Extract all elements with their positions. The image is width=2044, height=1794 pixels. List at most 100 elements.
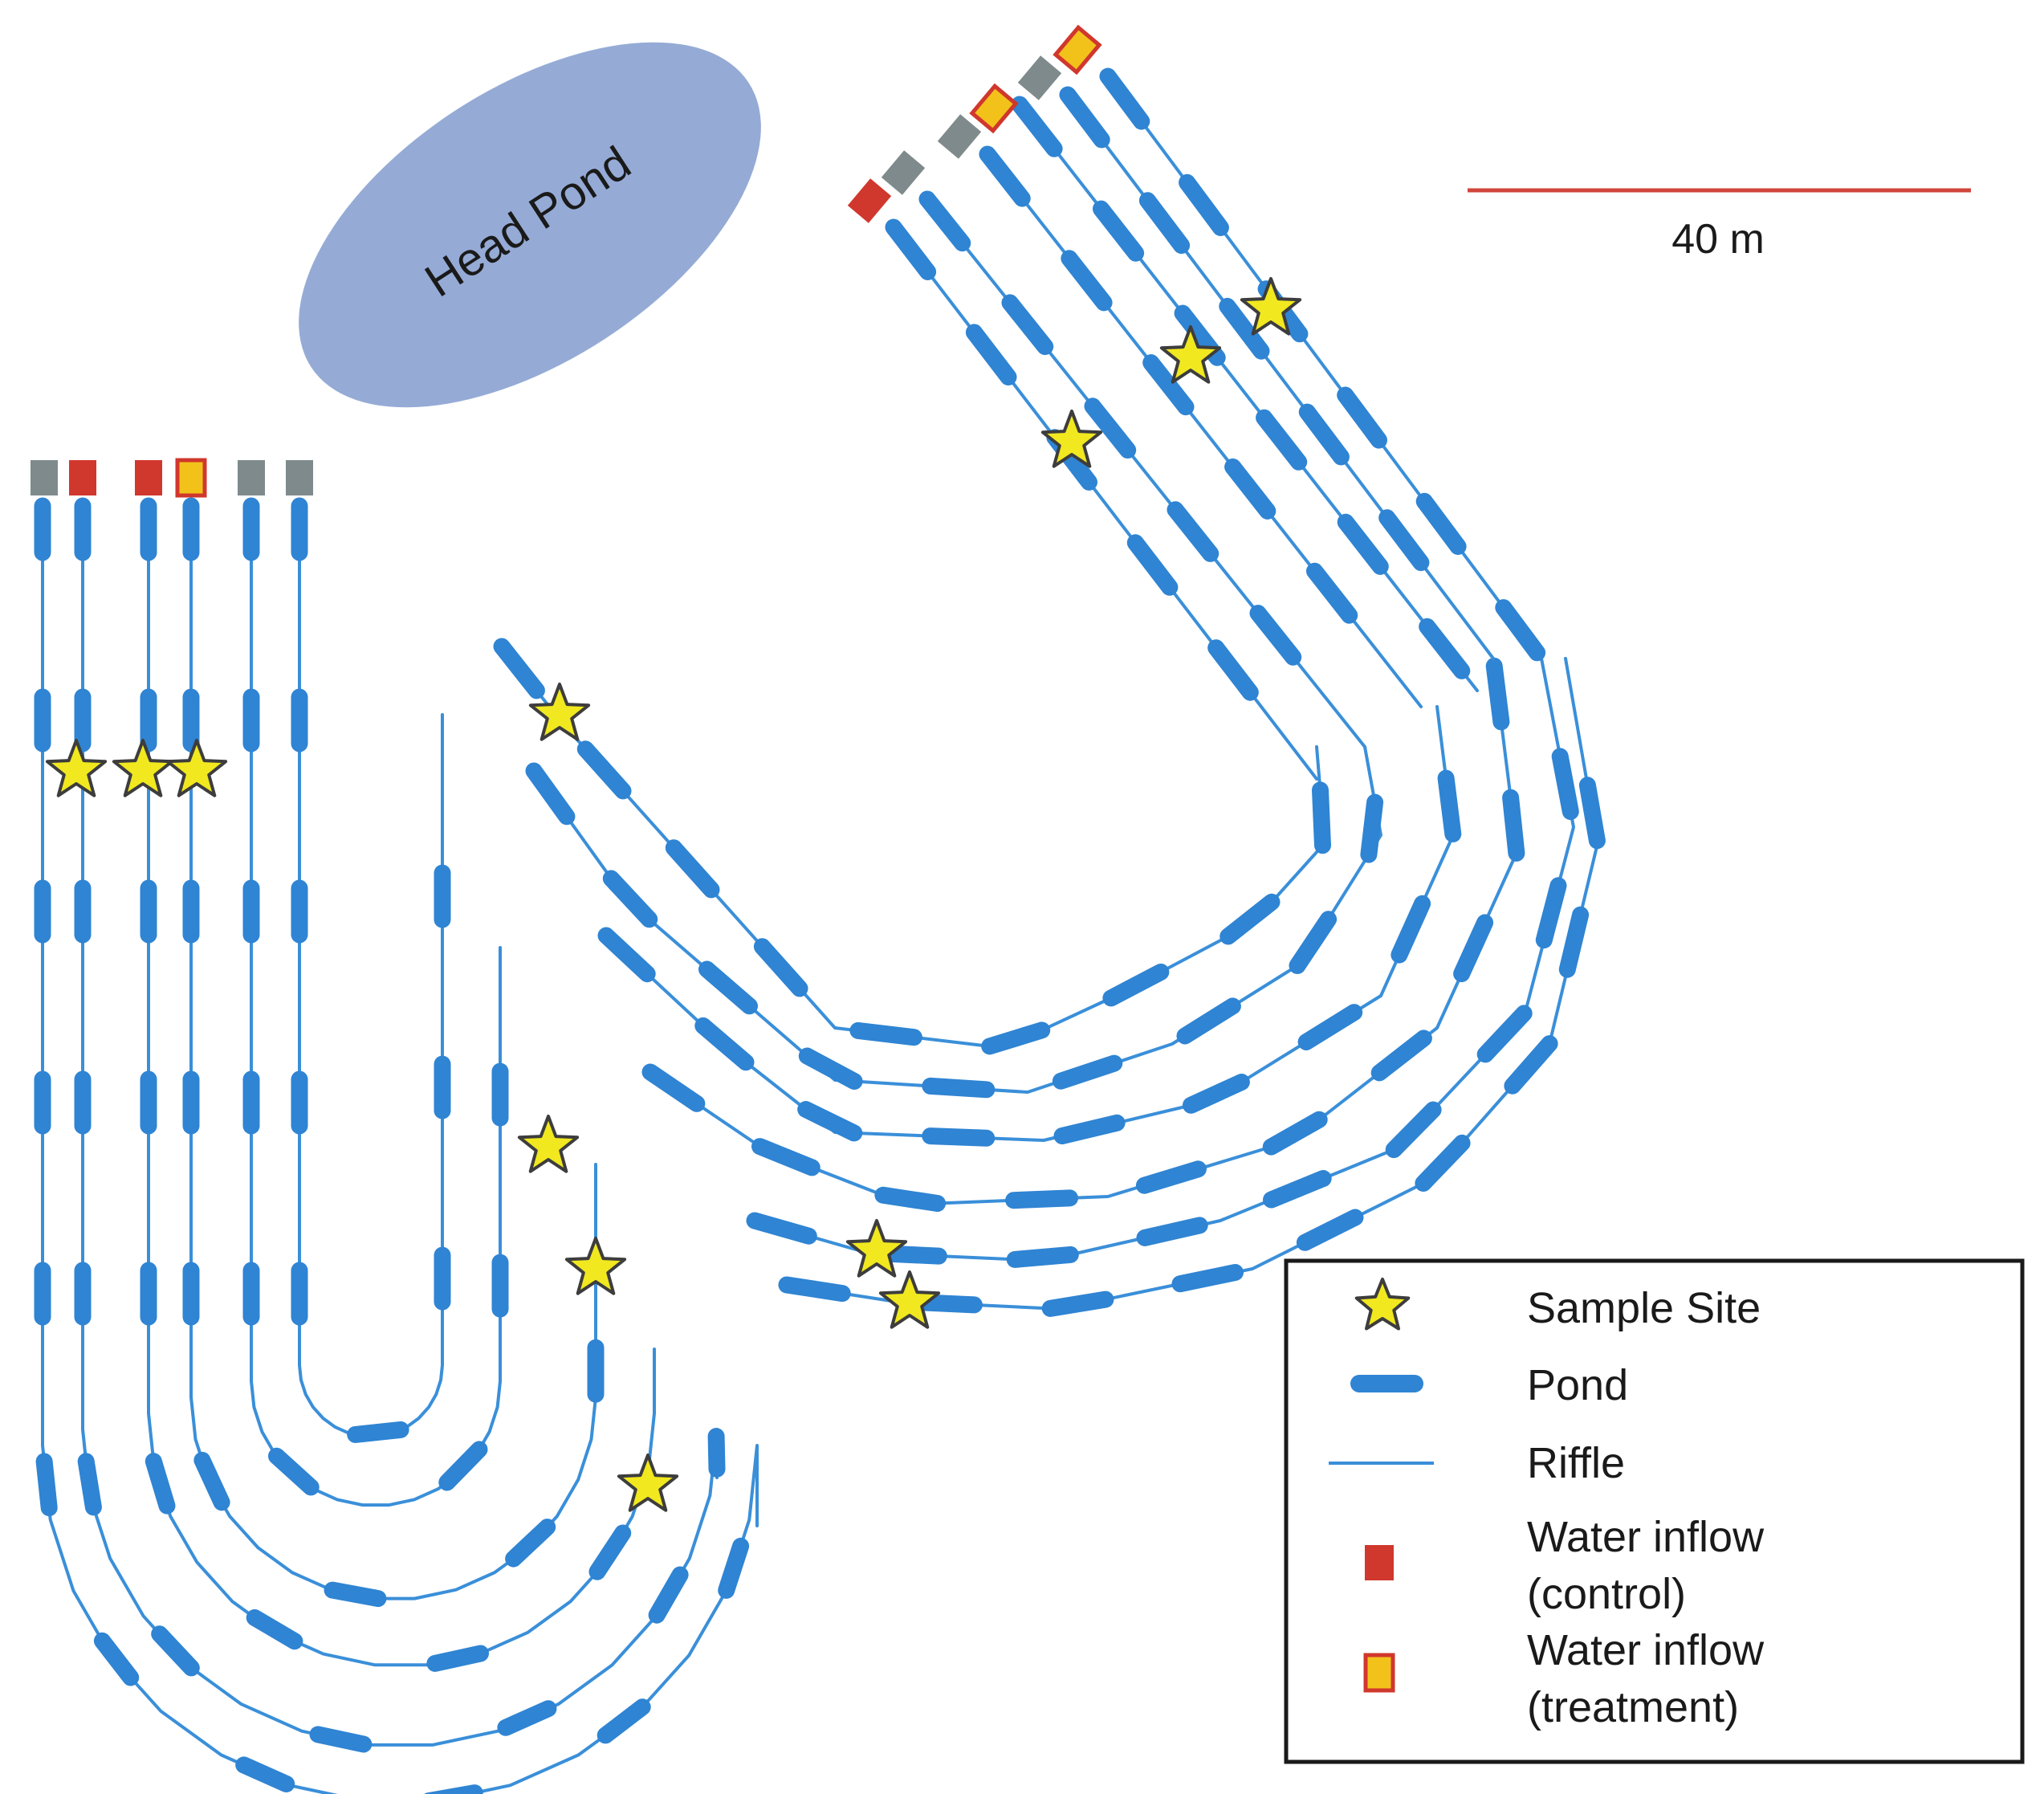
pond-segment — [1006, 1246, 1079, 1268]
pond-segment — [1011, 96, 1063, 157]
pond-segment — [1102, 963, 1170, 1007]
yellow-square-icon — [1053, 24, 1102, 75]
riffle-line — [81, 504, 719, 1747]
sample-site-star-icon — [878, 1270, 941, 1329]
head-pond-shape — [299, 42, 761, 408]
mid-channel-4 — [641, 657, 1525, 1212]
pond-segment — [1378, 509, 1430, 572]
legend-item-pond: Pond — [1350, 1361, 1628, 1409]
pond-segment — [1138, 192, 1191, 255]
sample-site-star-icon — [165, 739, 228, 797]
right-channel-5 — [1059, 86, 1495, 660]
riffle-line — [1066, 93, 1495, 660]
sample-site-star-icon — [1159, 325, 1222, 384]
left-channel-6 — [291, 497, 451, 1443]
pond-segment — [979, 145, 1031, 207]
left-channel-5 — [242, 497, 509, 1507]
pond-segment — [922, 1077, 996, 1099]
pond-segment — [1084, 398, 1137, 459]
pond-segment — [1337, 513, 1389, 575]
pond-segment — [1535, 877, 1567, 949]
pond-segment — [588, 1524, 632, 1580]
pond-segment — [576, 740, 632, 800]
sample-site-star-icon — [617, 1454, 679, 1512]
pond-segment — [1001, 294, 1054, 356]
legend-item-riffle: Riffle — [1329, 1439, 1625, 1487]
pond-segment — [1126, 534, 1179, 596]
pond-segment — [505, 1519, 556, 1568]
grey-square-icon — [881, 150, 926, 195]
pond-segment — [1453, 914, 1494, 983]
pond-segment — [1059, 86, 1110, 149]
pond-segment — [1005, 1189, 1078, 1209]
riffle-line — [1018, 103, 1479, 692]
pond-segment — [918, 190, 971, 252]
pond-segment — [707, 1428, 726, 1478]
sample-site-star-icon — [845, 1219, 908, 1278]
scale-bar: 40 m — [1468, 188, 1971, 263]
grey-square-icon — [1017, 55, 1062, 100]
sample-site-star-icon — [517, 1115, 580, 1173]
pond-segment — [965, 324, 1017, 385]
pond-segment — [151, 1625, 200, 1677]
mid-channel-1 — [493, 638, 1331, 1055]
star-icon — [1354, 1278, 1411, 1331]
pond-segment — [1183, 1074, 1250, 1114]
left-channel-4 — [182, 497, 605, 1608]
pond-segment — [874, 1186, 947, 1212]
pond-segment — [1502, 789, 1525, 862]
pond-segment — [1485, 657, 1510, 731]
red-square-icon — [847, 178, 892, 223]
pond-segment — [849, 1021, 922, 1046]
pond-segment — [641, 1063, 706, 1112]
pond-segment — [1360, 793, 1384, 863]
pond-segment — [1099, 67, 1150, 130]
pond-segment — [1176, 997, 1241, 1045]
pond-segment — [1504, 1035, 1558, 1095]
right-inflows — [847, 24, 1102, 223]
legend-label-riffle: Riffle — [1527, 1439, 1625, 1487]
pond-segment — [885, 218, 937, 280]
pond-segment — [1061, 250, 1113, 312]
sample-site-star-icon — [528, 683, 591, 741]
yellow-square-icon — [1363, 1653, 1395, 1693]
pond-segment — [1390, 895, 1431, 964]
pond-segment — [246, 1608, 303, 1650]
mid-channel-2 — [525, 745, 1384, 1099]
pond-segment — [347, 1421, 409, 1443]
right-channel-2 — [918, 190, 1366, 748]
sample-site-star-icon — [112, 739, 174, 797]
pond-segment — [1495, 599, 1546, 662]
riffle-line — [1106, 75, 1543, 660]
legend-label-pond: Pond — [1527, 1361, 1628, 1409]
pond-segment — [597, 1698, 651, 1744]
pond-segment — [1249, 605, 1302, 666]
riffle-line — [500, 645, 1326, 1050]
legend-box — [1284, 1258, 2025, 1764]
mid-channel-6 — [778, 657, 1606, 1317]
pond-segment — [648, 1566, 689, 1624]
grey-square-icon — [937, 114, 982, 159]
pond-segment — [1337, 386, 1387, 449]
left-channels — [34, 497, 759, 1794]
pond-segment — [1476, 1005, 1533, 1063]
left-channel-2 — [74, 497, 726, 1753]
sample-site-star-icon — [1240, 277, 1302, 336]
right-channels — [885, 67, 1546, 781]
pond-segment — [77, 1453, 102, 1516]
legend-label-inflow-treatment-line2: (treatment) — [1527, 1683, 1739, 1731]
mid-channels — [493, 638, 1606, 1317]
mid-channel-5 — [746, 657, 1579, 1268]
mid-channel-3 — [597, 705, 1462, 1147]
pond-segment — [1415, 1134, 1471, 1192]
red-square-icon — [1365, 1545, 1394, 1580]
pond-segment — [493, 638, 545, 699]
pond-segment — [981, 1021, 1051, 1055]
pond-segment — [1415, 492, 1467, 555]
pond-segment — [1167, 501, 1219, 562]
pond-segment — [665, 839, 720, 899]
pond-segment — [1219, 297, 1270, 360]
pond-segment — [1262, 1111, 1328, 1156]
pond-segment — [1053, 1114, 1126, 1144]
